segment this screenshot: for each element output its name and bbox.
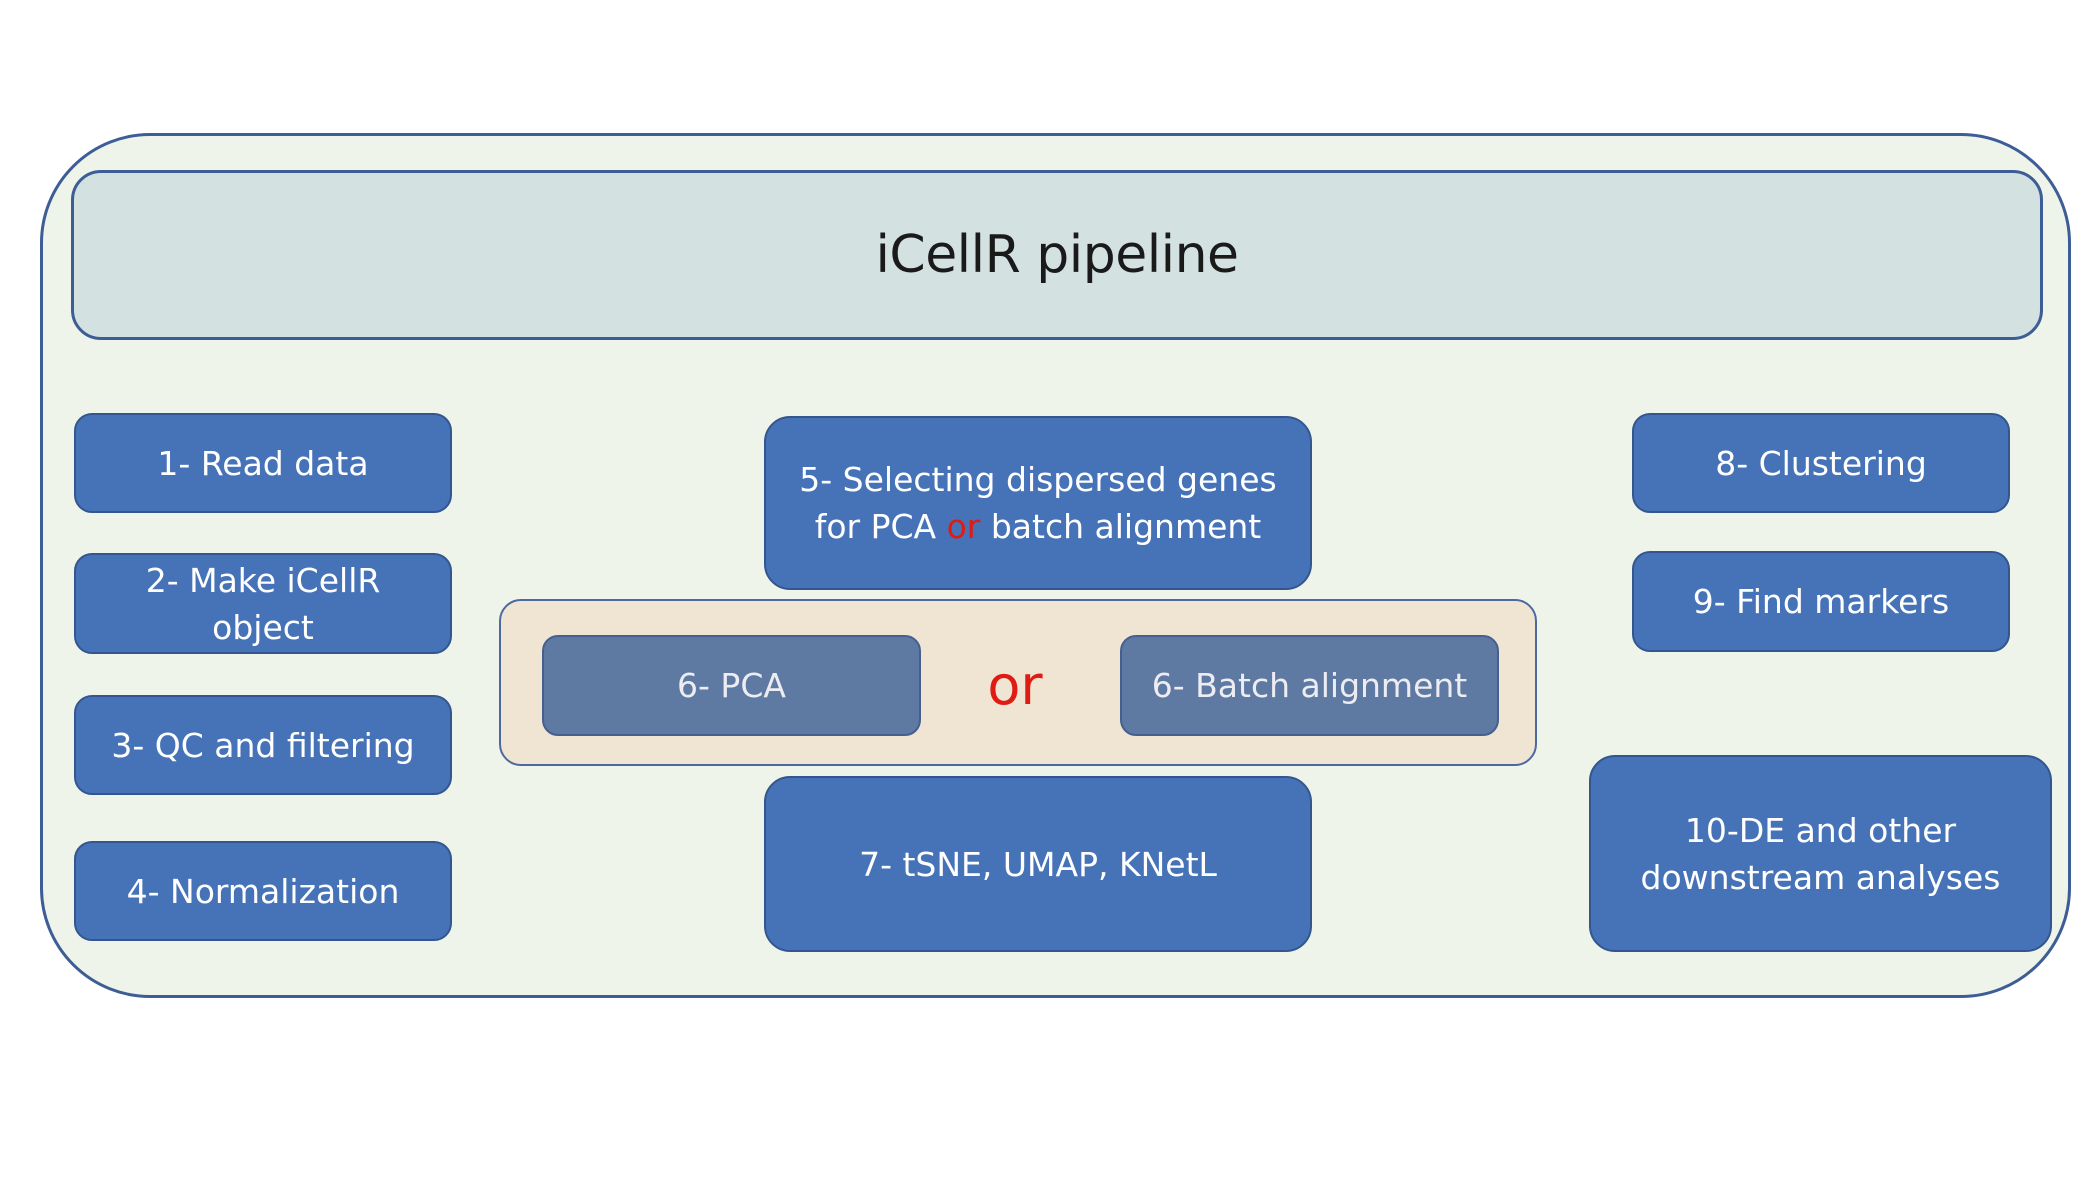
step-2-label-line2: object [212, 607, 314, 647]
step-3-label: 3- QC and filtering [111, 725, 415, 765]
step-6-batch-alignment: 6- Batch alignment [1120, 635, 1499, 736]
step-8-clustering: 8- Clustering [1632, 413, 2010, 513]
step-6-or: or [987, 654, 1043, 717]
pipeline-title: iCellR pipeline [875, 225, 1239, 285]
step-8-label: 8- Clustering [1715, 443, 1927, 483]
step-7-label: 7- tSNE, UMAP, KNetL [859, 844, 1217, 884]
step-5-label-line2: for PCA or batch alignment [815, 503, 1262, 550]
step-6-pca-label: 6- PCA [677, 666, 786, 705]
step-5-label-line1: 5- Selecting dispersed genes [799, 460, 1277, 499]
step-9-find-markers: 9- Find markers [1632, 551, 2010, 652]
step-6-batch-label: 6- Batch alignment [1151, 666, 1468, 705]
step-9-label: 9- Find markers [1692, 582, 1950, 621]
pipeline-title-banner: iCellR pipeline [71, 170, 2043, 340]
step-3-qc-filtering: 3- QC and filtering [74, 695, 452, 795]
step-2-label-line1: 2- Make iCellR [145, 560, 381, 600]
step-1-label: 1- Read data [157, 443, 369, 483]
step-5-label-line2-post: batch alignment [980, 507, 1262, 546]
step-4-normalization: 4- Normalization [74, 841, 452, 941]
step-10-label-line2: downstream analyses [1640, 857, 2001, 897]
step-6-pca: 6- PCA [542, 635, 921, 736]
step-4-label: 4- Normalization [126, 871, 400, 911]
step-10-label-line1: 10-DE and other [1684, 810, 1957, 850]
step-5-label-line2-pre: for PCA [814, 507, 947, 546]
step-5-or: or [946, 507, 981, 546]
step-5-dispersed-genes: 5- Selecting dispersed genes for PCA or … [764, 416, 1312, 590]
step-7-dimension-reduction: 7- tSNE, UMAP, KNetL [764, 776, 1312, 952]
step-2-make-object: 2- Make iCellR object [74, 553, 452, 654]
step-1-read-data: 1- Read data [74, 413, 452, 513]
step-10-de-downstream: 10-DE and other downstream analyses [1589, 755, 2052, 952]
